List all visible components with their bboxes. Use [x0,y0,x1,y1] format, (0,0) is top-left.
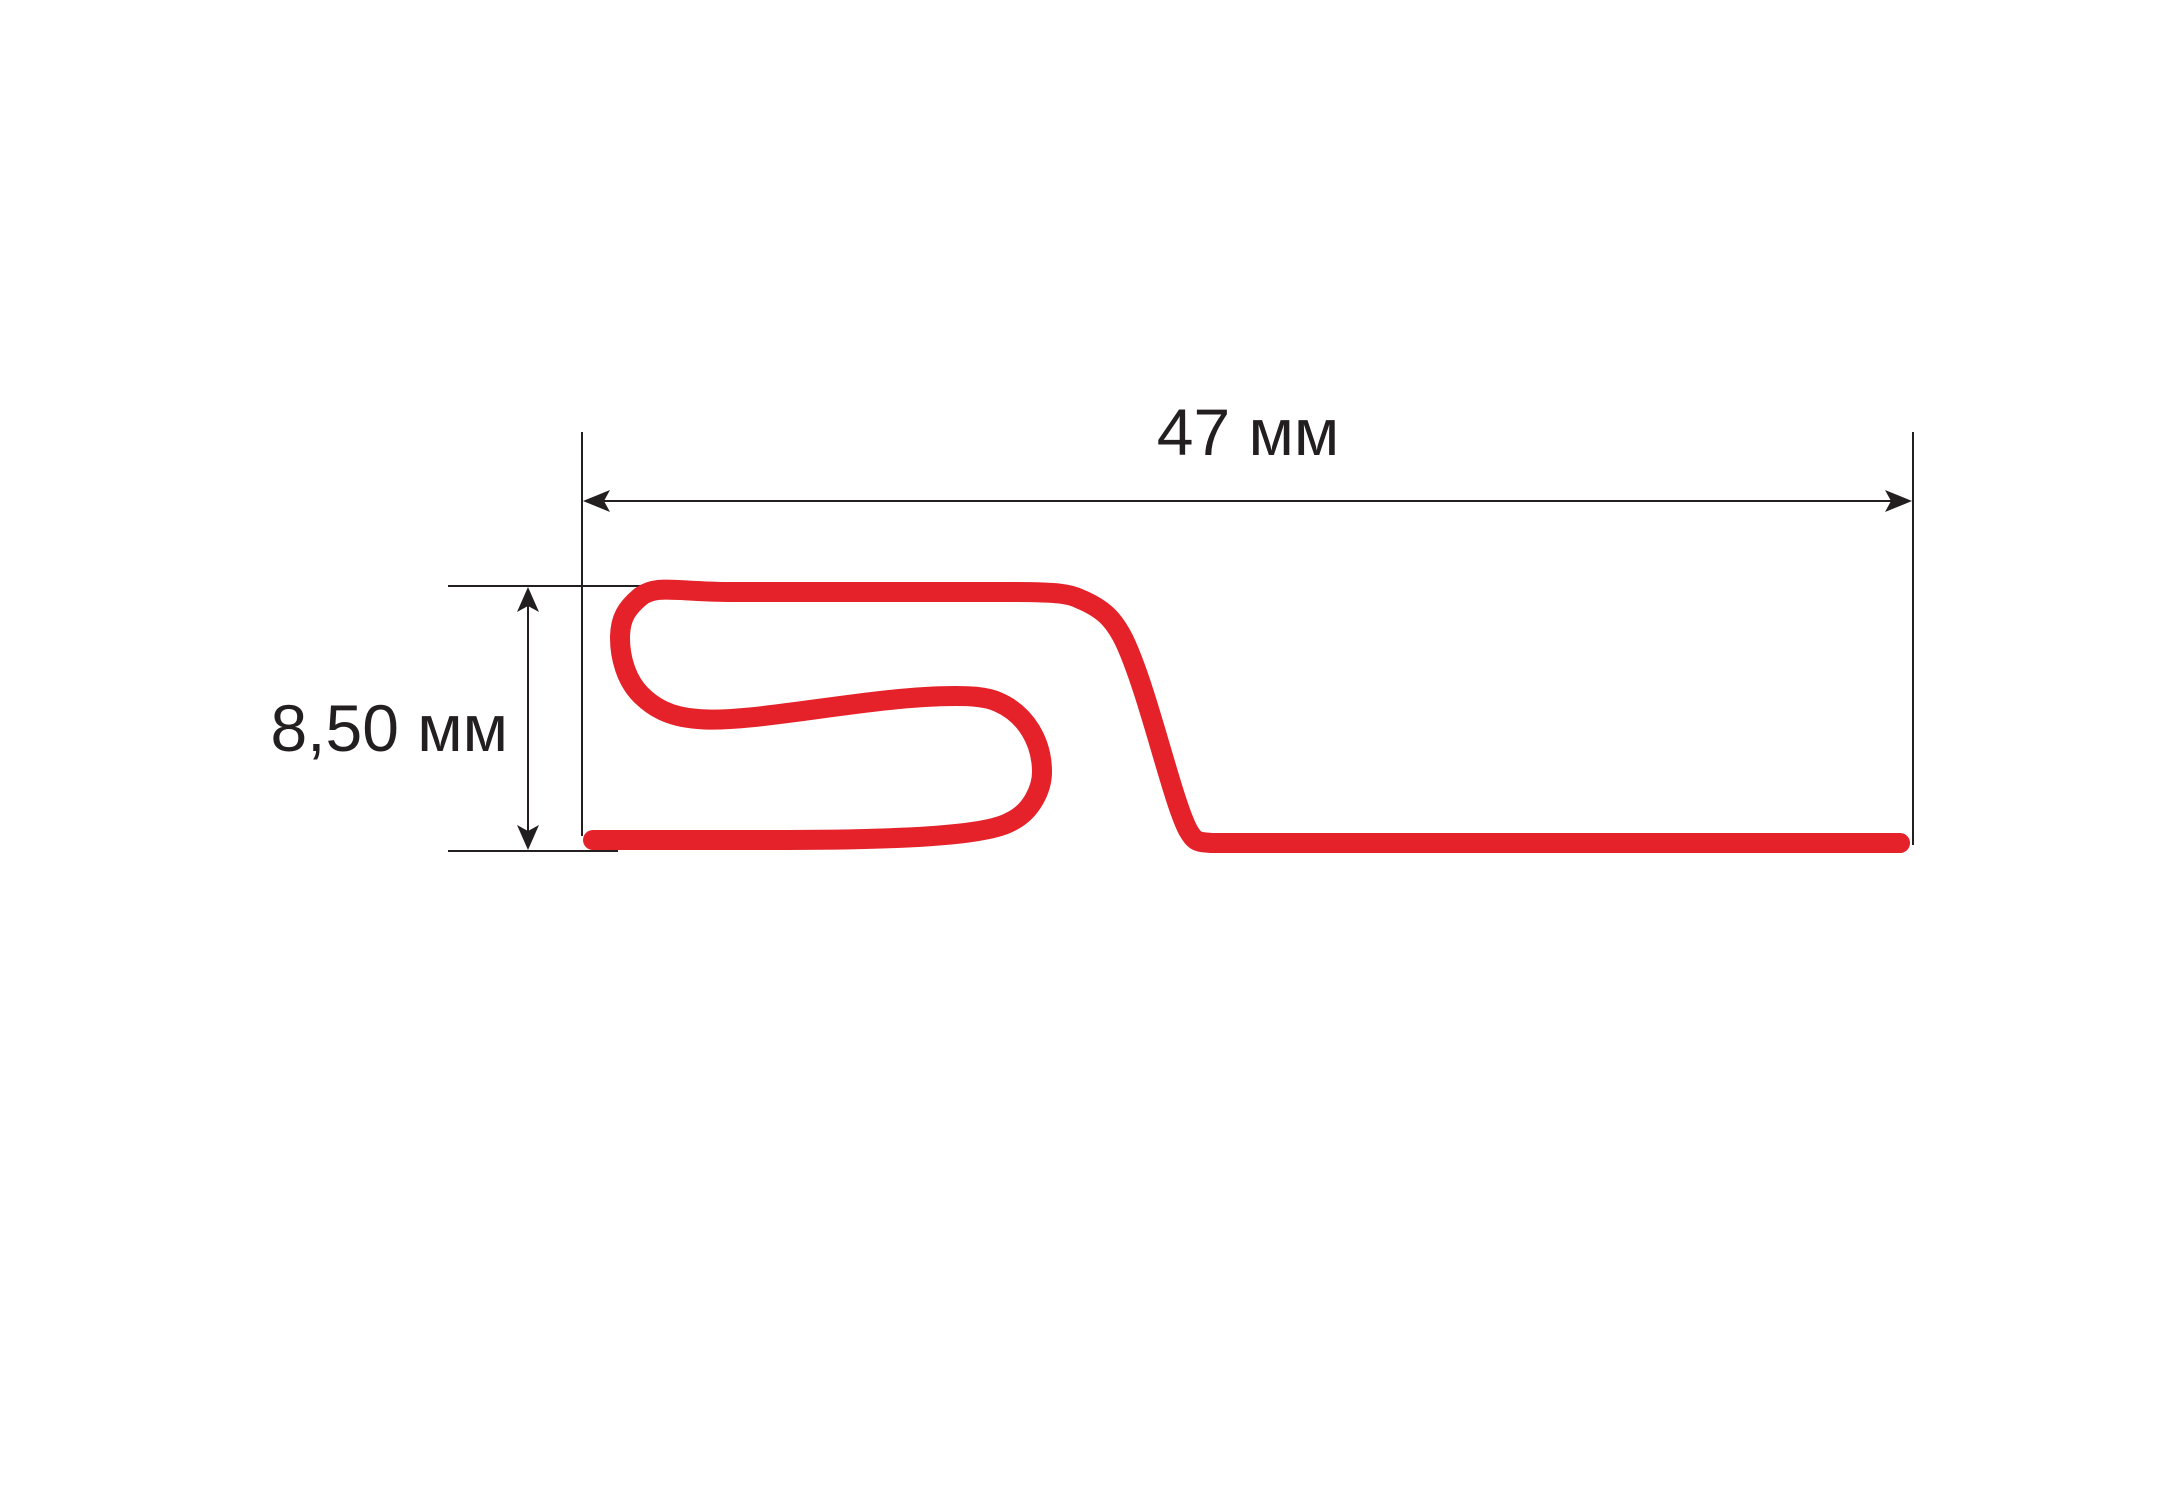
height-arrow-bottom [517,825,539,850]
width-dimension: 47 мм [581,395,1914,845]
width-label: 47 мм [1157,395,1340,469]
height-arrow-top [517,587,539,612]
width-arrow-right [1885,490,1912,512]
height-dimension: 8,50 мм [270,585,722,852]
height-label: 8,50 мм [270,691,508,765]
width-arrow-left [583,490,610,512]
profile-outline [583,579,1910,853]
